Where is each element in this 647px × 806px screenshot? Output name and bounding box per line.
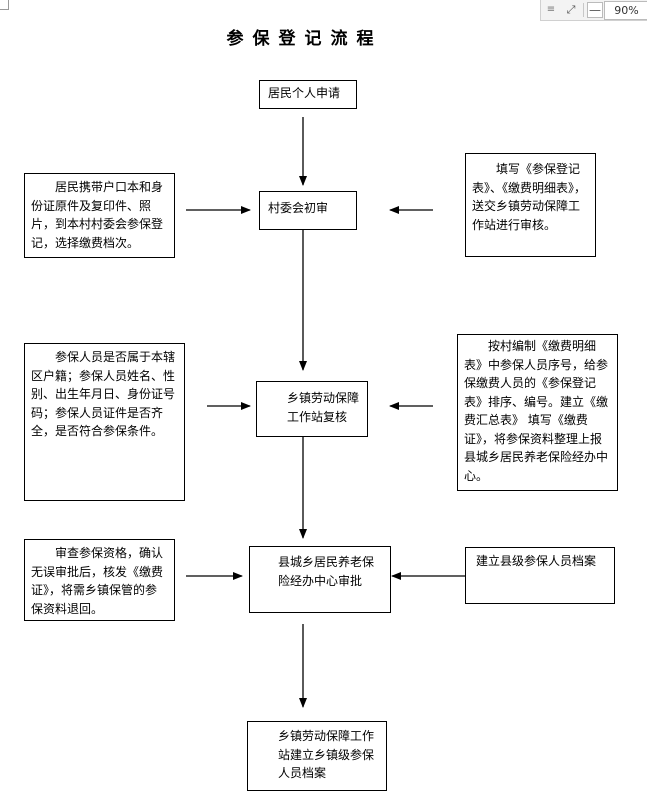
view-mode-icon[interactable]: ≡: [546, 4, 556, 15]
step-village-review: 村委会初审: [259, 191, 357, 230]
page-title: 参保登记流程: [226, 29, 383, 49]
zoom-level[interactable]: 90%: [604, 1, 647, 20]
zoom-out-button[interactable]: —: [587, 2, 603, 18]
step-town-review: 乡镇劳动保障工作站复核: [256, 381, 368, 437]
note-right-1: 填写《参保登记表》、《缴费明细表》，送交乡镇劳动保障工作站进行审核。: [465, 153, 596, 257]
note-left-3: 审查参保资格，确认无误审批后，核发《缴费证》，将需乡镇保管的参保资料退回。: [24, 539, 175, 621]
step-town-archive: 乡镇劳动保障工作站建立乡镇级参保人员档案: [247, 721, 387, 791]
toolbar-divider: [583, 3, 584, 17]
note-right-3: 建立县级参保人员档案: [465, 547, 615, 604]
page-corner-mark: [0, 9, 8, 10]
note-left-1: 居民携带户口本和身份证原件及复印件、照片，到本村村委会参保登记，选择缴费档次。: [24, 173, 175, 258]
zoom-toolbar: ≡ ⤢ — 90%: [540, 0, 647, 21]
note-right-2: 按村编制《缴费明细表》中参保人员序号，给参保缴费人员的《参保登记表》排序、编号。…: [457, 334, 618, 491]
note-left-2: 参保人员是否属于本辖区户籍；参保人员姓名、性别、出生年月日、身份证号码；参保人员…: [24, 343, 185, 501]
step-apply: 居民个人申请: [259, 80, 357, 109]
page-corner-mark: [8, 0, 9, 10]
step-county-approve: 县城乡居民养老保险经办中心审批: [249, 546, 391, 613]
fit-page-icon[interactable]: ⤢: [566, 2, 576, 16]
